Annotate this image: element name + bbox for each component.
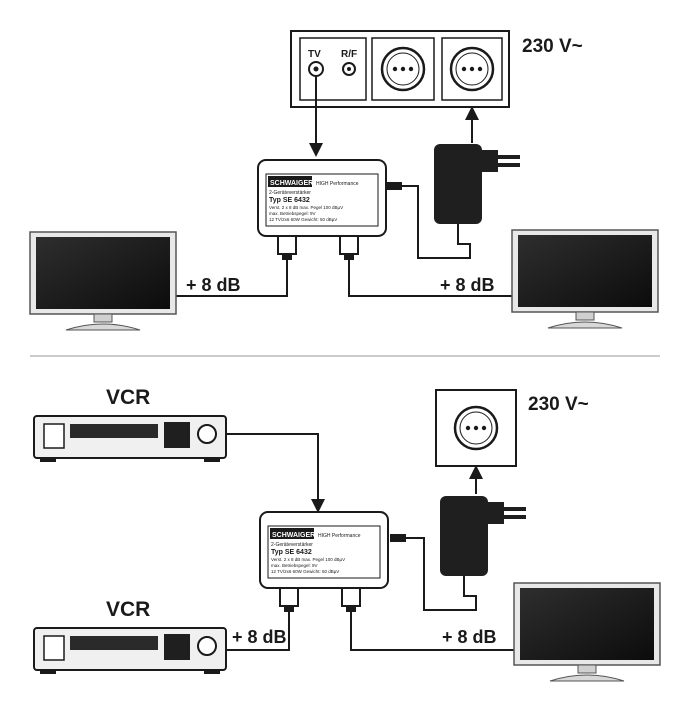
coax-cable (176, 260, 288, 297)
voltage-label: 230 V~ (522, 36, 583, 57)
amplifier-line1: 2-Geräteverstärker (271, 542, 313, 548)
signal-arrow (226, 433, 325, 513)
amplifier-tagline: HIGH Performance (318, 533, 361, 539)
amplifier-device (259, 511, 389, 612)
amplifier-model: Typ SE 6432 (271, 549, 312, 556)
antenna-radio-port-icon (342, 62, 356, 76)
coax-cable (350, 612, 514, 651)
vcr-label: VCR (106, 598, 150, 621)
power-plug-icon (390, 534, 406, 542)
tv-monitor-icon (29, 231, 177, 331)
wall-port-radio-label: R/F (341, 49, 357, 60)
amplifier-line5: 12 TV/2x6 60W Gewicht: 50 dBµV (269, 217, 337, 222)
tv-monitor-icon (513, 582, 661, 682)
vcr-device-icon (33, 627, 227, 674)
amplifier-brand: SCHWAIGER (270, 180, 313, 187)
amplifier-device (257, 159, 387, 260)
power-adapter-icon (440, 496, 526, 576)
antenna-tv-port-icon (308, 61, 324, 77)
tv-monitor-icon (511, 229, 659, 329)
vcr-device-icon (33, 415, 227, 462)
gain-label: + 8 dB (232, 627, 287, 647)
amplifier-line4: max. Betriebspegel: 9V (271, 563, 318, 568)
voltage-label: 230 V~ (528, 394, 589, 415)
gain-label: + 8 dB (186, 275, 241, 295)
amplifier-line3: Verst. 2 x 8 dB max. Pegel 100 dBµV (269, 205, 343, 210)
power-socket-icon (380, 46, 426, 92)
amplifier-tagline: HIGH Performance (316, 181, 359, 187)
wall-port-tv-label: TV (308, 49, 321, 60)
coax-cable (348, 260, 512, 297)
power-cable (406, 537, 477, 611)
amplifier-line4: max. Betriebspegel: 9V (269, 211, 316, 216)
amplifier-brand: SCHWAIGER (272, 532, 315, 539)
power-plug-icon (386, 182, 402, 190)
gain-label: + 8 dB (440, 275, 495, 295)
power-cable (402, 185, 471, 259)
vcr-label: VCR (106, 386, 150, 409)
power-socket-icon (453, 405, 499, 451)
power-adapter-icon (434, 144, 520, 224)
amplifier-line3: Verst. 2 x 8 dB max. Pegel 100 dBµV (271, 557, 345, 562)
amplifier-line1: 2-Geräteverstärker (269, 190, 311, 196)
coax-cable (226, 612, 290, 651)
amplifier-model: Typ SE 6432 (269, 197, 310, 204)
amplifier-line5: 12 TV/2x6 60W Gewicht: 50 dBµV (271, 569, 339, 574)
gain-label: + 8 dB (442, 627, 497, 647)
power-socket-icon (449, 46, 495, 92)
